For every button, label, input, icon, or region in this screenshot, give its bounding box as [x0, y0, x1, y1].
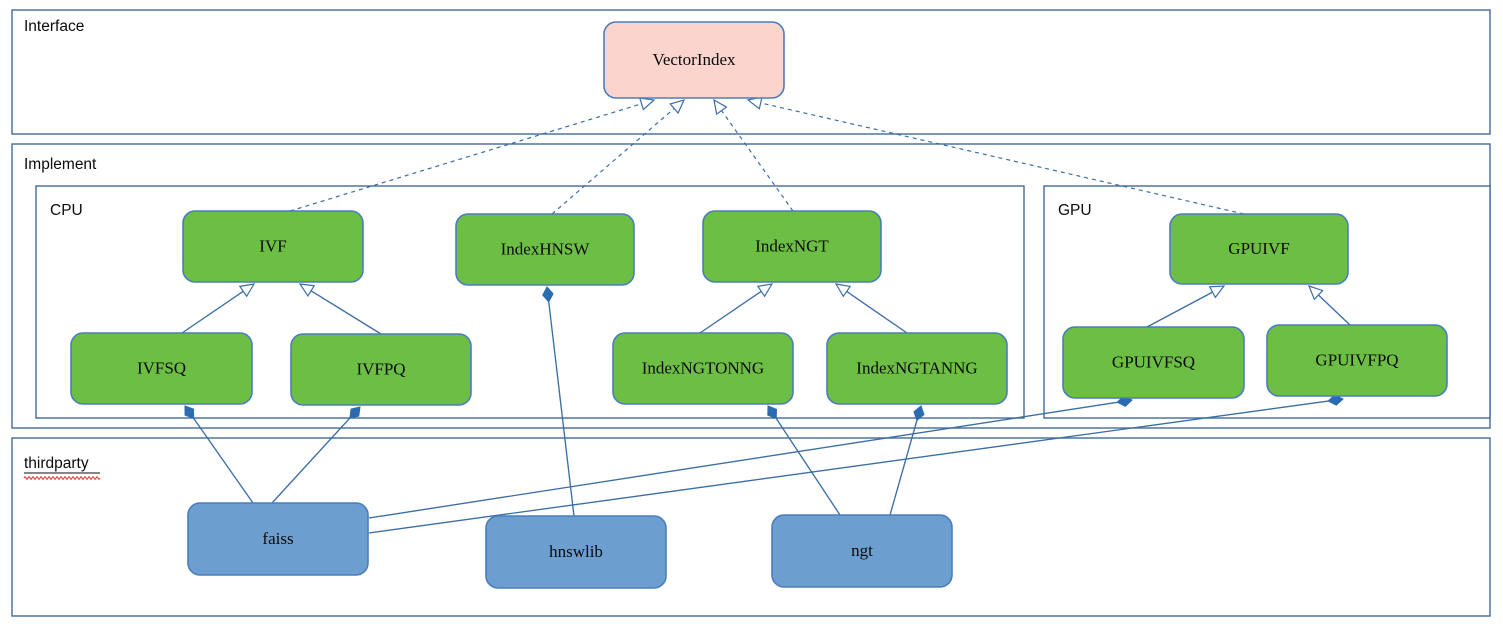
node-label-indexngt: IndexNGT — [755, 236, 829, 255]
node-ivfpq[interactable]: IVFPQ — [290, 333, 472, 406]
composition-diamond-icon — [767, 405, 777, 420]
edge-line — [846, 290, 908, 334]
inheritance-arrow-icon — [298, 283, 316, 298]
node-label-indexngtanng: IndexNGTANNG — [856, 358, 977, 377]
spellcheck-squiggle-thirdparty — [23, 476, 101, 480]
inheritance-arrow-icon — [1307, 285, 1324, 301]
node-box-indexhnsw[interactable] — [455, 213, 635, 286]
node-box-indexngtonng[interactable] — [612, 332, 794, 405]
node-label-gpuivf: GPUIVF — [1228, 239, 1289, 258]
node-box-indexngtanng[interactable] — [826, 332, 1008, 405]
edge-line — [289, 103, 642, 212]
edge-faiss-to-ivfsq — [184, 405, 254, 504]
composition-diamond-icon — [542, 286, 554, 303]
edge-ngt-to-indexngtonng — [767, 405, 841, 516]
composition-diamond-icon — [184, 405, 195, 420]
node-label-indexhnsw: IndexHNSW — [501, 239, 591, 258]
edge-faiss-to-ivfpq — [271, 406, 361, 504]
edge-line — [548, 301, 575, 517]
container-label-implement: Implement — [24, 156, 97, 173]
node-faiss[interactable]: faiss — [187, 502, 369, 576]
edge-gpuivfpq-to-gpuivf — [1307, 285, 1351, 326]
edge-line — [271, 417, 351, 504]
node-box-gpuivf[interactable] — [1169, 213, 1349, 285]
node-box-ivfsq[interactable] — [70, 332, 253, 405]
node-box-indexngt[interactable] — [702, 210, 882, 283]
node-label-vectorindex: VectorIndex — [652, 50, 736, 69]
composition-diamond-icon — [349, 406, 361, 419]
edge-line — [775, 418, 841, 516]
node-label-faiss: faiss — [262, 529, 293, 548]
edge-line — [193, 417, 254, 504]
edge-indexngtanng-to-indexngt — [834, 283, 908, 334]
edge-line — [699, 290, 762, 334]
node-label-hnswlib: hnswlib — [549, 542, 603, 561]
node-indexngtonng[interactable]: IndexNGTONNG — [612, 332, 794, 405]
node-label-gpuivfsq: GPUIVFSQ — [1112, 352, 1195, 371]
inheritance-arrow-icon — [756, 283, 774, 298]
node-hnswlib[interactable]: hnswlib — [485, 515, 667, 589]
edge-hnswlib-to-indexhnsw — [542, 286, 575, 517]
edge-line — [889, 420, 918, 516]
container-label-thirdparty: thirdparty — [24, 455, 89, 472]
inheritance-arrow-icon — [713, 98, 728, 116]
edge-line — [1146, 291, 1213, 328]
container-label-cpu: CPU — [50, 202, 83, 219]
edge-line — [181, 290, 244, 334]
edge-line — [1317, 294, 1351, 326]
edge-indexngt-to-vectorindex — [713, 98, 794, 212]
inheritance-arrow-icon — [238, 283, 256, 298]
node-indexhnsw[interactable]: IndexHNSW — [455, 213, 635, 286]
node-box-ivf[interactable] — [182, 210, 364, 283]
node-label-ngt: ngt — [851, 541, 873, 560]
node-ivf[interactable]: IVF — [182, 210, 364, 283]
inheritance-arrow-icon — [834, 283, 852, 298]
edge-line — [368, 400, 1329, 534]
node-box-faiss[interactable] — [187, 502, 369, 576]
node-gpuivfsq[interactable]: GPUIVFSQ — [1062, 326, 1245, 399]
edge-indexhnsw-to-vectorindex — [551, 99, 686, 215]
node-label-ivfpq: IVFPQ — [356, 359, 405, 378]
edge-ivf-to-vectorindex — [289, 97, 656, 212]
inheritance-arrow-icon — [669, 99, 686, 115]
container-label-gpu: GPU — [1058, 202, 1092, 219]
node-label-ivfsq: IVFSQ — [137, 358, 186, 377]
node-box-vectorindex[interactable] — [603, 21, 785, 99]
node-label-gpuivfpq: GPUIVFPQ — [1315, 350, 1398, 369]
node-gpuivf[interactable]: GPUIVF — [1169, 213, 1349, 285]
node-indexngtanng[interactable]: IndexNGTANNG — [826, 332, 1008, 405]
node-box-gpuivfpq[interactable] — [1266, 324, 1448, 397]
edge-line — [551, 108, 675, 215]
edge-line — [368, 401, 1118, 519]
node-vectorindex[interactable]: VectorIndex — [603, 21, 785, 99]
node-box-hnswlib[interactable] — [485, 515, 667, 589]
node-label-ivf: IVF — [259, 236, 286, 255]
edges-layer — [181, 96, 1351, 534]
node-ivfsq[interactable]: IVFSQ — [70, 332, 253, 405]
edge-line — [310, 290, 382, 335]
node-label-indexngtonng: IndexNGTONNG — [642, 358, 764, 377]
node-ngt[interactable]: ngt — [771, 514, 953, 588]
node-box-ivfpq[interactable] — [290, 333, 472, 406]
inheritance-arrow-icon — [1208, 285, 1226, 299]
composition-diamond-icon — [913, 405, 925, 422]
node-indexngt[interactable]: IndexNGT — [702, 210, 882, 283]
inheritance-arrow-icon — [638, 97, 656, 111]
edge-line — [760, 102, 1245, 215]
edge-gpuivfsq-to-gpuivf — [1146, 285, 1226, 328]
node-gpuivfpq[interactable]: GPUIVFPQ — [1266, 324, 1448, 397]
edge-ivfsq-to-ivf — [181, 283, 256, 334]
edge-ivfpq-to-ivf — [298, 283, 382, 335]
edge-ngt-to-indexngtanng — [889, 405, 925, 516]
edge-indexngtonng-to-indexngt — [699, 283, 774, 334]
container-label-interface: Interface — [24, 18, 84, 35]
node-box-gpuivfsq[interactable] — [1062, 326, 1245, 399]
node-box-ngt[interactable] — [771, 514, 953, 588]
